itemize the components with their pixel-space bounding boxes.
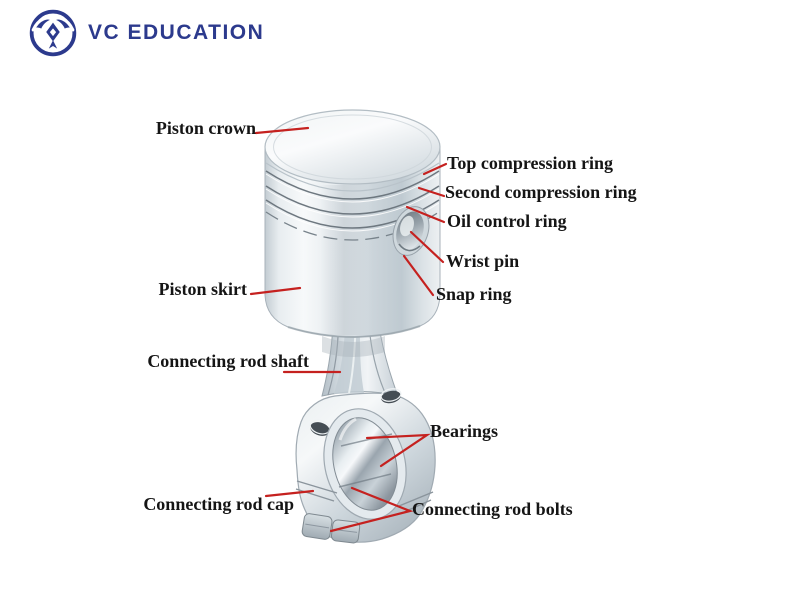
label-snap-ring: Snap ring [436,284,512,304]
leader-connecting-rod-cap [264,489,315,498]
leader-piston-skirt [249,286,302,296]
eagle-circle-icon [29,9,77,57]
leader-second-compression-ring [417,186,446,198]
piston-crown-shape [264,109,441,185]
label-connecting-rod-cap: Connecting rod cap [143,494,294,514]
label-connecting-rod-shaft: Connecting rod shaft [147,351,309,371]
leader-oil-control-ring [405,205,446,224]
label-oil-control-ring: Oil control ring [447,211,567,231]
leader-wrist-pin [409,230,445,264]
brand-logo: VC EDUCATION [28,8,264,58]
leader-piston-crown [254,126,310,135]
label-connecting-rod-bolts: Connecting rod bolts [412,499,573,519]
label-wrist-pin: Wrist pin [446,251,520,271]
big-end-shape [295,388,436,544]
rod-bolt-left [301,513,333,540]
snap-ring-shape [398,243,421,252]
leader-bearings [365,433,431,468]
leader-snap-ring [402,254,435,297]
leader-lines [249,126,448,533]
label-second-compression-ring: Second compression ring [445,182,637,202]
rod-bolt-right [330,519,361,544]
bolt-hole-right [380,388,402,404]
piston-body-shape [264,109,441,339]
leader-connecting-rod-bolts [329,486,414,533]
label-top-compression-ring: Top compression ring [447,153,614,173]
label-piston-crown: Piston crown [155,118,256,138]
label-bearings: Bearings [430,421,499,441]
leader-top-compression-ring [422,162,448,176]
brand-name: VC EDUCATION [88,21,265,44]
label-piston-skirt: Piston skirt [158,279,247,299]
